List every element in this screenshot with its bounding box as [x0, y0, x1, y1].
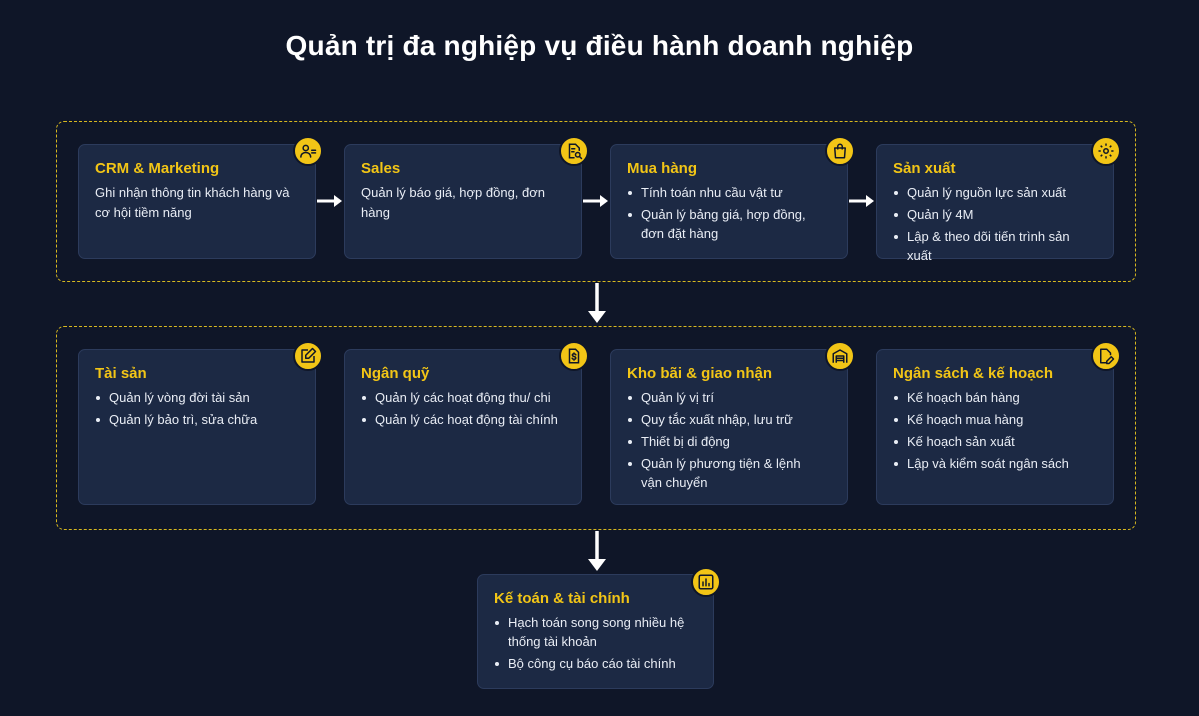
card-title: Ngân quỹ	[361, 365, 430, 382]
arrow-right-icon	[317, 195, 342, 207]
list-item: Quản lý vòng đời tài sản	[95, 388, 299, 407]
list-item: Quản lý các hoạt động thu/ chi	[361, 388, 565, 407]
item-list: Quản lý vòng đời tài sản Quản lý bảo trì…	[95, 388, 299, 429]
card-ngan-quy: Ngân quỹ Quản lý các hoạt động thu/ chi …	[344, 349, 582, 505]
card-title: CRM & Marketing	[95, 160, 220, 177]
list-item: Quản lý bảng giá, hợp đồng, đơn đặt hàng	[627, 205, 831, 243]
user-settings-icon	[293, 136, 323, 166]
list-item: Quản lý vị trí	[627, 388, 831, 407]
item-list: Quản lý vị trí Quy tắc xuất nhập, lưu tr…	[627, 388, 831, 492]
card-san-xuat: Sản xuất Quản lý nguồn lực sản xuất Quản…	[876, 144, 1114, 263]
list-item: Lập và kiểm soát ngân sách	[893, 454, 1097, 473]
edit-icon	[293, 341, 323, 371]
card-kho-bai: Kho bãi & giao nhận Quản lý vị trí Quy t…	[610, 349, 848, 505]
card-title: Sales	[361, 160, 401, 177]
item-list: Kế hoạch bán hàng Kế hoạch mua hàng Kế h…	[893, 388, 1097, 473]
list-item: Bộ công cụ báo cáo tài chính	[494, 654, 697, 673]
card-text: Quản lý báo giá, hợp đồng, đơn hàng	[361, 185, 546, 220]
card-ke-toan: Kế toán & tài chính Hạch toán song song …	[477, 574, 714, 689]
card-title: Mua hàng	[627, 160, 697, 177]
list-item: Tính toán nhu cầu vật tư	[627, 183, 831, 202]
card-title: Kế toán & tài chính	[494, 590, 630, 607]
list-item: Quản lý các hoạt động tài chính	[361, 410, 565, 429]
item-list: Hạch toán song song nhiều hệ thống tài k…	[494, 613, 697, 673]
card-sales: Sales Quản lý báo giá, hợp đồng, đơn hàn…	[344, 144, 582, 259]
card-title: Tài sản	[95, 365, 147, 382]
list-item: Kế hoạch mua hàng	[893, 410, 1097, 429]
document-search-icon	[559, 136, 589, 166]
page-title: Quản trị đa nghiệp vụ điều hành doanh ng…	[285, 30, 914, 61]
card-title: Kho bãi & giao nhận	[627, 365, 772, 382]
list-item: Kế hoạch bán hàng	[893, 388, 1097, 407]
group-operations	[56, 121, 1136, 282]
card-tai-san: Tài sản Quản lý vòng đời tài sản Quản lý…	[78, 349, 316, 505]
warehouse-icon	[825, 341, 855, 371]
list-item: Hạch toán song song nhiều hệ thống tài k…	[494, 613, 698, 651]
arrow-right-icon	[849, 195, 874, 207]
file-edit-icon	[1091, 341, 1121, 371]
list-item: Quản lý phương tiện & lệnh vận chuyển	[627, 454, 821, 492]
arrow-down-icon	[588, 283, 606, 323]
card-title: Sản xuất	[893, 160, 956, 177]
list-item: Quản lý nguồn lực sản xuất	[893, 183, 1097, 202]
arrow-right-icon	[583, 195, 608, 207]
list-item: Quản lý bảo trì, sửa chữa	[95, 410, 299, 429]
group-resources	[56, 326, 1136, 530]
list-item: Quy tắc xuất nhập, lưu trữ	[627, 410, 831, 429]
card-mua-hang: Mua hàng Tính toán nhu cầu vật tư Quản l…	[610, 144, 848, 259]
list-item: Quản lý 4M	[893, 205, 1097, 224]
arrow-down-icon	[588, 531, 606, 571]
shopping-bag-icon	[825, 136, 855, 166]
card-ngan-sach: Ngân sách & kế hoạch Kế hoạch bán hàng K…	[876, 349, 1114, 505]
gear-icon	[1091, 136, 1121, 166]
bar-chart-icon	[691, 567, 721, 597]
item-list: Tính toán nhu cầu vật tư Quản lý bảng gi…	[627, 183, 831, 243]
list-item: Lập & theo dõi tiến trình sản xuất	[893, 227, 1097, 265]
item-list: Quản lý nguồn lực sản xuất Quản lý 4M Lậ…	[893, 183, 1097, 265]
card-text: Ghi nhận thông tin khách hàng và cơ hội …	[95, 185, 290, 220]
item-list: Quản lý các hoạt động thu/ chi Quản lý c…	[361, 388, 565, 429]
money-document-icon	[559, 341, 589, 371]
list-item: Kế hoạch sản xuất	[893, 432, 1097, 451]
card-crm-marketing: CRM & Marketing Ghi nhận thông tin khách…	[78, 144, 316, 259]
card-title: Ngân sách & kế hoạch	[893, 365, 1054, 382]
list-item: Thiết bị di động	[627, 432, 831, 451]
